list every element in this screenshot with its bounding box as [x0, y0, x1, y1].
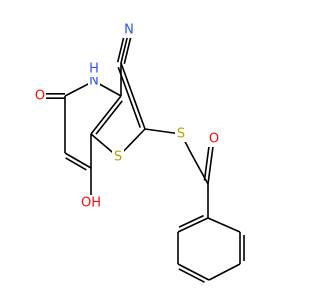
bond-c3a-c7a — [90, 95, 122, 135]
atom-label-hydroxyl-background — [81, 195, 101, 211]
atom-label-hydroxyl: OH — [81, 196, 101, 211]
bond-c3a-c7a-inner — [95, 100, 123, 135]
bond-ph3-ph4 — [177, 263, 210, 281]
atom-label-ring-nitrogen: N — [89, 74, 99, 89]
bond-c3-c2-inner — [117, 66, 141, 128]
atom-label-carbonyl-oxygen-background — [34, 88, 46, 104]
bond-ph3-ph4-inner — [178, 268, 205, 283]
atom-label-nitrile-nitrogen: N — [124, 23, 134, 38]
bond-c3-c2 — [120, 62, 146, 130]
bond-c7-c6-inner — [65, 157, 87, 171]
atom-label-thiophene-sulfur-background — [112, 149, 124, 165]
atom-label-nitrile-nitrogen-background — [123, 22, 135, 38]
bond-ph6-ph1 — [207, 217, 241, 233]
atom-label-ketone-oxygen: O — [209, 132, 219, 147]
atom-label-thiophene-sulfur: S — [114, 150, 122, 165]
bond-ph1-ph2-inner — [178, 214, 204, 228]
atom-label-thioether-sulfur: S — [177, 127, 185, 142]
atom-label-ketone-oxygen-background — [208, 131, 220, 147]
bond-ph4-ph5 — [208, 263, 241, 281]
atom-label-thioether-sulfur-background — [175, 126, 187, 142]
atom-label-carbonyl-oxygen: O — [35, 89, 45, 104]
bond-ph1-ph2 — [177, 217, 209, 233]
bond-c7-c6 — [64, 152, 92, 169]
bonds-group — [40, 29, 245, 283]
atom-label-nh-hydrogen-background — [89, 61, 99, 77]
atom-label-nh-hydrogen: H — [89, 62, 99, 77]
bond-ck-ok-inner — [203, 141, 211, 181]
